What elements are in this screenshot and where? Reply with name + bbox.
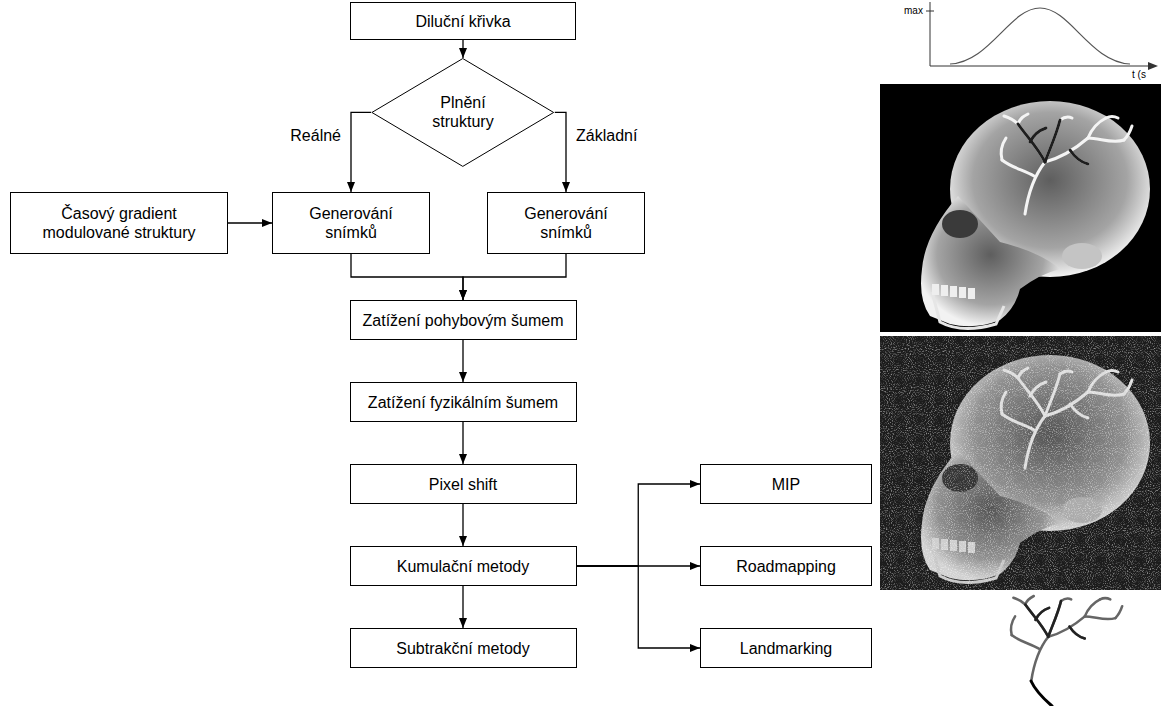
diamond-shape [372,59,554,167]
text-group: Časový gradient modulované struktury [34,204,204,242]
start-box: Diluční křivka [350,2,576,40]
diamond-outline [371,58,555,167]
noisy-background [880,336,1161,590]
node-text: Zatížení pohybovým šumem [363,311,564,330]
connector-arrow [351,254,463,300]
connector-arrow [463,254,566,300]
node-text: Pixel shift [429,475,497,494]
process-box: Kumulační metody [350,546,577,586]
connector-arrow [462,586,463,628]
drawing-part [1001,114,1132,214]
node-text: Generování snímků [511,204,621,242]
process-box: Generování snímků [487,192,645,254]
text-group: Landmarking [740,639,833,658]
process-box: Zatížení pohybovým šumem [350,300,577,340]
connector-arrow [555,112,566,192]
text-group: Diluční křivka [415,12,510,31]
drawing-part [1018,120,1088,164]
node-text: Zatížení fyzikálním šumem [368,393,558,412]
node-text: Plnění struktury [417,93,509,131]
process-box: Subtrakční metody [350,628,577,668]
text-group: Kumulační metody [397,557,530,576]
decision-diamond: Plnění struktury [371,58,555,167]
drawing-part [1031,681,1052,706]
text-group: Generování snímků [511,204,621,242]
node-text: Kumulační metody [397,557,530,576]
xray-skull [921,101,1150,329]
text-group: Plnění struktury [417,93,509,131]
x-axis [930,66,1150,67]
method-box: Roadmapping [700,546,872,586]
connector-arrow [462,340,463,382]
dilution-curve [950,8,1130,64]
drawing-part [1025,601,1085,638]
text-group: Generování snímků [296,204,406,242]
node-text: MIP [772,475,800,494]
process-box: Generování snímků [272,192,430,254]
node-text: Subtrakční metody [396,639,529,658]
text-group: MIP [772,475,800,494]
text-group: Pixel shift [429,475,497,494]
connector-arrow [462,40,463,58]
noise-overlay [880,336,1161,590]
connector-arrow [228,222,272,223]
node-text: Generování snímků [296,204,406,242]
drawing-part [1011,596,1122,681]
text-group: Zatížení fyzikálním šumem [368,393,558,412]
axis-tick [926,11,934,12]
node-text: Časový gradient modulované struktury [34,204,204,242]
node-text: Roadmapping [736,557,836,576]
method-box: Landmarking [700,628,872,668]
text-group: Zatížení pohybovým šumem [363,311,564,330]
connector-arrow [351,112,371,192]
input-box: Časový gradient modulované struktury [10,192,228,254]
connector-arrow [577,484,701,566]
node-text: Diluční křivka [415,12,510,31]
process-box: Pixel shift [350,464,577,504]
connector-arrow [462,504,463,546]
vessel-tree [1011,596,1122,706]
edge-label: Základní [574,126,639,145]
axis-max-label: max [904,5,923,17]
drawing-part [921,101,1150,329]
node-text: Landmarking [740,639,833,658]
axis-time-label: t (s [1132,69,1146,81]
connector-arrow [462,422,463,464]
text-group: Roadmapping [736,557,836,576]
axis-arrow [1148,62,1158,70]
connector-arrow [577,566,701,648]
y-axis [930,2,931,66]
method-box: MIP [700,464,872,504]
xray-background [880,84,1161,332]
process-box: Zatížení fyzikálním šumem [350,382,577,422]
text-group: Subtrakční metody [396,639,529,658]
edge-label: Reálné [288,126,343,145]
